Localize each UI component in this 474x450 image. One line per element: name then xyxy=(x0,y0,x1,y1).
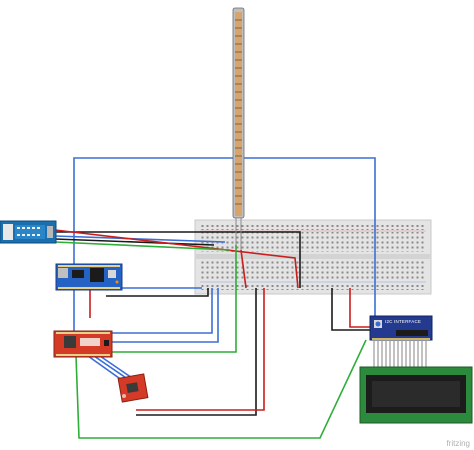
lcd-header-pins xyxy=(373,340,427,368)
red-wires xyxy=(54,229,372,411)
black-wire-top xyxy=(55,231,301,288)
black-wire-lcd xyxy=(331,288,370,331)
blue-wire-mpu-2 xyxy=(112,288,219,343)
bluetooth-module xyxy=(0,220,57,244)
blue-wires xyxy=(54,157,376,384)
red-wire-bt xyxy=(54,229,299,289)
green-wire-bt xyxy=(54,241,231,251)
flex-sensor-segments xyxy=(235,19,242,205)
blue-wire-mpu-1 xyxy=(110,288,213,334)
lcd-display xyxy=(359,366,473,424)
i2c-backpack xyxy=(369,315,433,341)
green-wires xyxy=(54,241,367,439)
arduino-nano xyxy=(55,263,123,291)
red-wire-center xyxy=(240,249,247,289)
red-wire-lcd xyxy=(349,288,372,328)
black-wire-lower xyxy=(136,288,257,416)
i2c-board-label: I2C INTERFACE xyxy=(385,319,422,324)
fritzing-watermark: fritzing xyxy=(446,439,470,448)
green-wire-lower xyxy=(75,339,367,439)
black-wires xyxy=(54,231,370,416)
small-sensor-board xyxy=(117,373,149,403)
black-wire-nano xyxy=(106,288,209,297)
blue-wire-bt xyxy=(54,235,226,243)
black-wire-bt xyxy=(54,238,215,246)
mpu-board xyxy=(53,330,113,358)
blue-wire-top-loop xyxy=(73,157,376,331)
breadboard xyxy=(194,219,432,295)
green-wire-mpu xyxy=(112,288,237,353)
flex-sensor xyxy=(232,7,245,250)
red-wire-lower xyxy=(136,288,265,411)
